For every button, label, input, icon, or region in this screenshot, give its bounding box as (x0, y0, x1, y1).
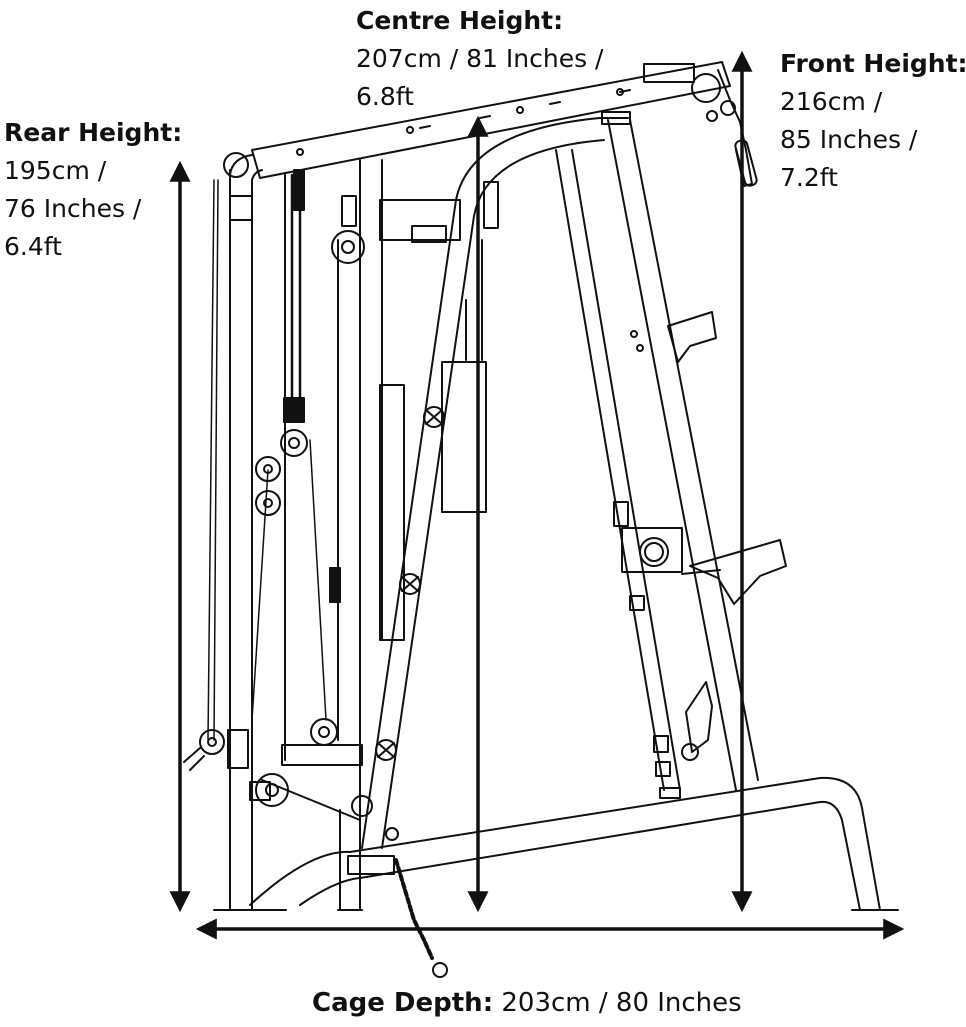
rear-height-value-2: 76 Inches / (4, 194, 142, 223)
front-height-title: Front Height: (780, 49, 966, 78)
weight-stack-guide-left (284, 159, 361, 821)
centre-height-title: Centre Height: (356, 6, 564, 35)
rear-height-value-3: 6.4ft (4, 232, 62, 261)
front-height-value-2: 85 Inches / (780, 125, 918, 154)
dimension-arrows (169, 50, 905, 940)
cage-depth-title: Cage Depth: (312, 988, 494, 1018)
centre-height-label: Centre Height: 207cm / 81 Inches / 6.8ft (356, 2, 603, 116)
top-beam (251, 61, 731, 179)
centre-height-value-2: 6.8ft (356, 82, 414, 111)
rear-height-value-1: 195cm / (4, 156, 107, 185)
front-height-value-3: 7.2ft (780, 163, 838, 192)
rear-height-label: Rear Height: 195cm / 76 Inches / 6.4ft (4, 114, 182, 266)
front-rail-inner (555, 149, 681, 791)
rear-height-title: Rear Height: (4, 118, 183, 147)
smith-carriage (621, 527, 683, 573)
weight-stack-box (379, 384, 405, 641)
rear-upright-bracket (229, 195, 253, 221)
pulleys (199, 195, 373, 817)
front-rail-outer (607, 119, 759, 791)
base-frame (249, 776, 881, 911)
front-height-value-1: 216cm / (780, 87, 883, 116)
centre-height-value-1: 207cm / 81 Inches / (356, 44, 604, 73)
cage-depth-label: Cage Depth: 203cm / 80 Inches (312, 984, 742, 1022)
rear-top-curve (229, 154, 263, 181)
cable (207, 179, 219, 741)
front-arch-outer (361, 117, 629, 849)
cage-depth-value: 203cm / 80 Inches (493, 988, 742, 1018)
rear-top-pulley (223, 152, 249, 178)
j-hook-upper (667, 311, 717, 363)
machine-frame (183, 61, 899, 978)
j-hook-lower (689, 539, 787, 605)
front-height-label: Front Height: 216cm / 85 Inches / 7.2ft (780, 45, 966, 197)
rear-upright (229, 169, 253, 911)
cable (290, 173, 302, 422)
front-arch-inner (381, 139, 605, 849)
chain (394, 858, 434, 960)
adjuster-knobs (375, 406, 445, 761)
